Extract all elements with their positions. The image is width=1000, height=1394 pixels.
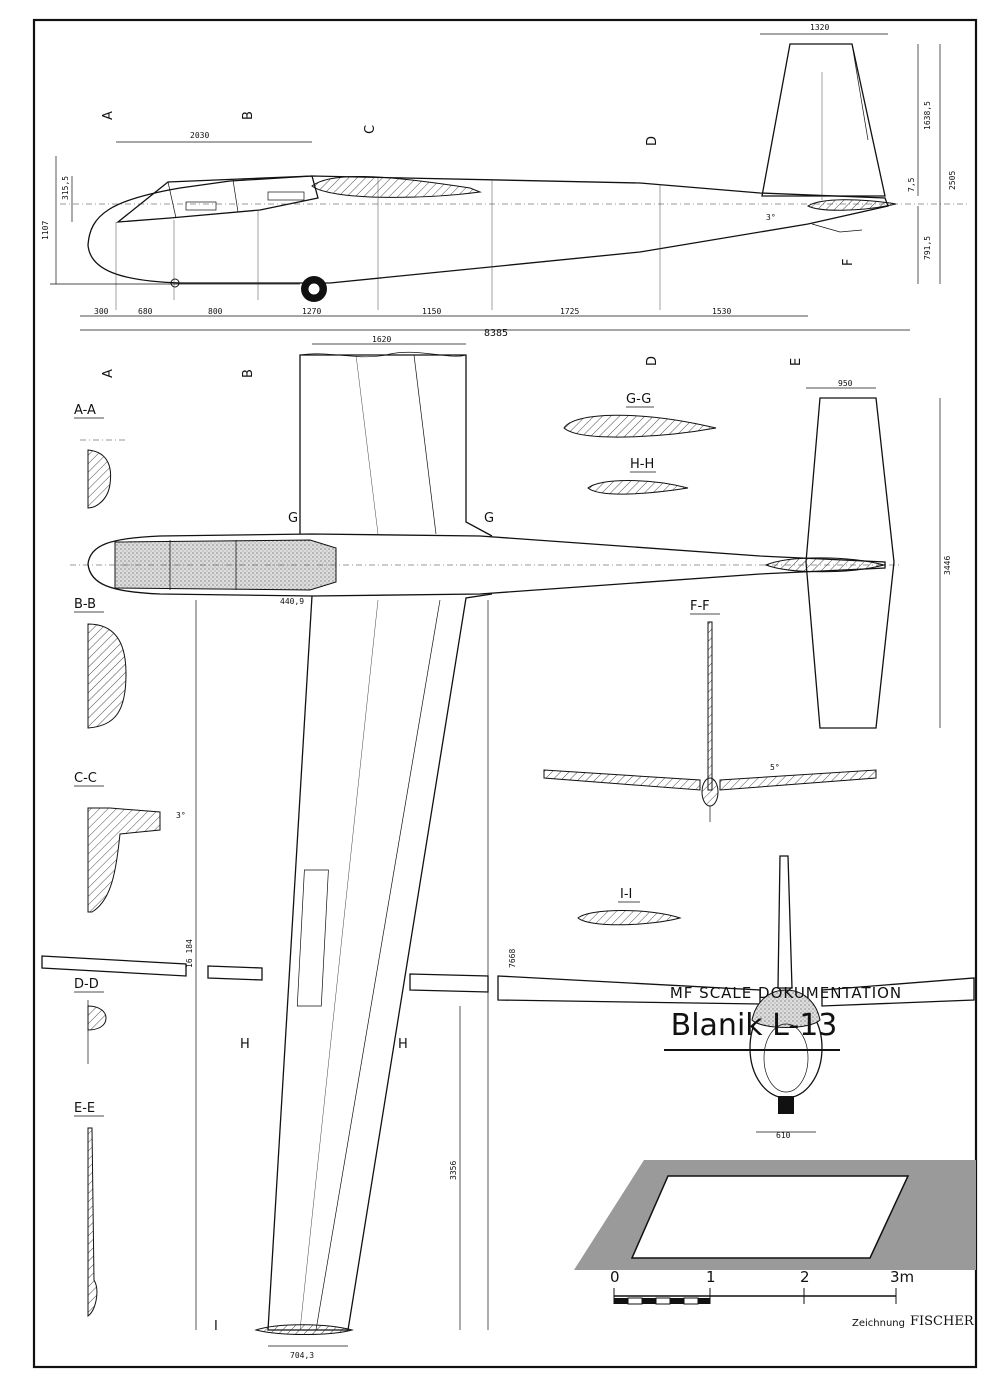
dim-440: 440,9 — [280, 597, 304, 606]
section-aa-title: A-A — [74, 403, 96, 418]
section-marker-b-plan: B — [241, 369, 256, 378]
credit-author: FISCHER — [910, 1314, 974, 1329]
dim-incidence: 3° — [766, 213, 776, 222]
section-marker-f: F — [841, 259, 856, 266]
sheet-border — [32, 18, 978, 1369]
section-dd-title: D-D — [74, 977, 99, 992]
dim-1638: 1638,5 — [923, 101, 932, 130]
dim-300: 300 — [94, 307, 109, 316]
title-block — [574, 1049, 976, 1270]
dim-1320: 1320 — [810, 23, 829, 32]
dim-3356: 3356 — [449, 1161, 458, 1180]
dim-610: 610 — [776, 1131, 791, 1140]
section-cc-title: C-C — [74, 771, 97, 786]
dim-1620: 1620 — [372, 335, 391, 344]
dim-950: 950 — [838, 379, 853, 388]
dim-cc-angle: 3° — [176, 811, 186, 820]
dim-7-5: 7,5 — [907, 177, 916, 192]
front-view: 610 — [497, 855, 975, 1140]
section-marker-d-top: D — [645, 136, 660, 146]
dim-1270: 1270 — [302, 307, 321, 316]
section-gg-title: G-G — [626, 392, 651, 407]
scale-label-1: 1 — [706, 1268, 716, 1286]
dim-800: 800 — [208, 307, 223, 316]
scale-label-3m: 3m — [890, 1268, 915, 1286]
dim-704: 704,3 — [290, 1351, 314, 1360]
dim-dihedral: 5° — [770, 763, 780, 772]
section-ii-title: I-I — [620, 887, 632, 902]
section-marker-b-top: B — [241, 111, 256, 120]
section-bb-title: B-B — [74, 597, 96, 612]
sections-column: A-A B-B C-C 3° D-D E-E — [74, 403, 186, 1318]
dim-7668: 7668 — [508, 949, 517, 968]
section-hh-title: H-H — [630, 457, 654, 472]
dim-315: 315,5 — [61, 176, 70, 200]
tail-front-view: F-F 5° — [543, 599, 877, 822]
section-marker-d-plan: D — [645, 356, 660, 366]
section-marker-e-plan: E — [789, 358, 804, 366]
section-marker-g-left: G — [288, 511, 298, 526]
dim-2505: 2505 — [948, 171, 957, 190]
scale-label-2: 2 — [800, 1268, 810, 1286]
section-marker-i: I — [214, 1319, 218, 1334]
credit-prefix: Zeichnung — [852, 1318, 905, 1329]
scale-bar — [613, 1288, 897, 1305]
section-marker-c-top: C — [363, 125, 378, 134]
dim-2030: 2030 — [190, 131, 209, 140]
dim-8385: 8385 — [484, 328, 508, 339]
front-wheel-icon — [778, 1096, 794, 1114]
side-view: 2030 1320 1638,5 7,5 2505 791,5 1107 315… — [41, 23, 970, 339]
dim-16184: 16 184 — [185, 939, 194, 968]
section-marker-a-plan: A — [101, 369, 116, 378]
dim-1150: 1150 — [422, 307, 441, 316]
dim-680: 680 — [138, 307, 153, 316]
dim-1107: 1107 — [41, 221, 50, 240]
section-ff-title: F-F — [690, 599, 710, 614]
airfoil-profiles: G-G H-H I-I — [563, 392, 717, 926]
dim-3446: 3446 — [943, 556, 952, 575]
section-marker-a-top: A — [101, 111, 116, 120]
section-ee-title: E-E — [74, 1101, 95, 1116]
wing-strip — [41, 955, 489, 993]
section-marker-h-left: H — [240, 1037, 250, 1052]
title-subtitle: MF SCALE DOKUMENTATION — [669, 984, 903, 1002]
dim-791: 791,5 — [923, 236, 932, 260]
dim-1530: 1530 — [712, 307, 731, 316]
top-view: 1620 950 3446 440,9 16 184 7668 3356 704… — [70, 335, 952, 1360]
section-marker-h-right: H — [398, 1037, 408, 1052]
scale-label-0: 0 — [610, 1268, 620, 1286]
section-marker-g-right: G — [484, 511, 494, 526]
dim-1725: 1725 — [560, 307, 579, 316]
title-main: Blanik L-13 — [670, 1008, 838, 1043]
